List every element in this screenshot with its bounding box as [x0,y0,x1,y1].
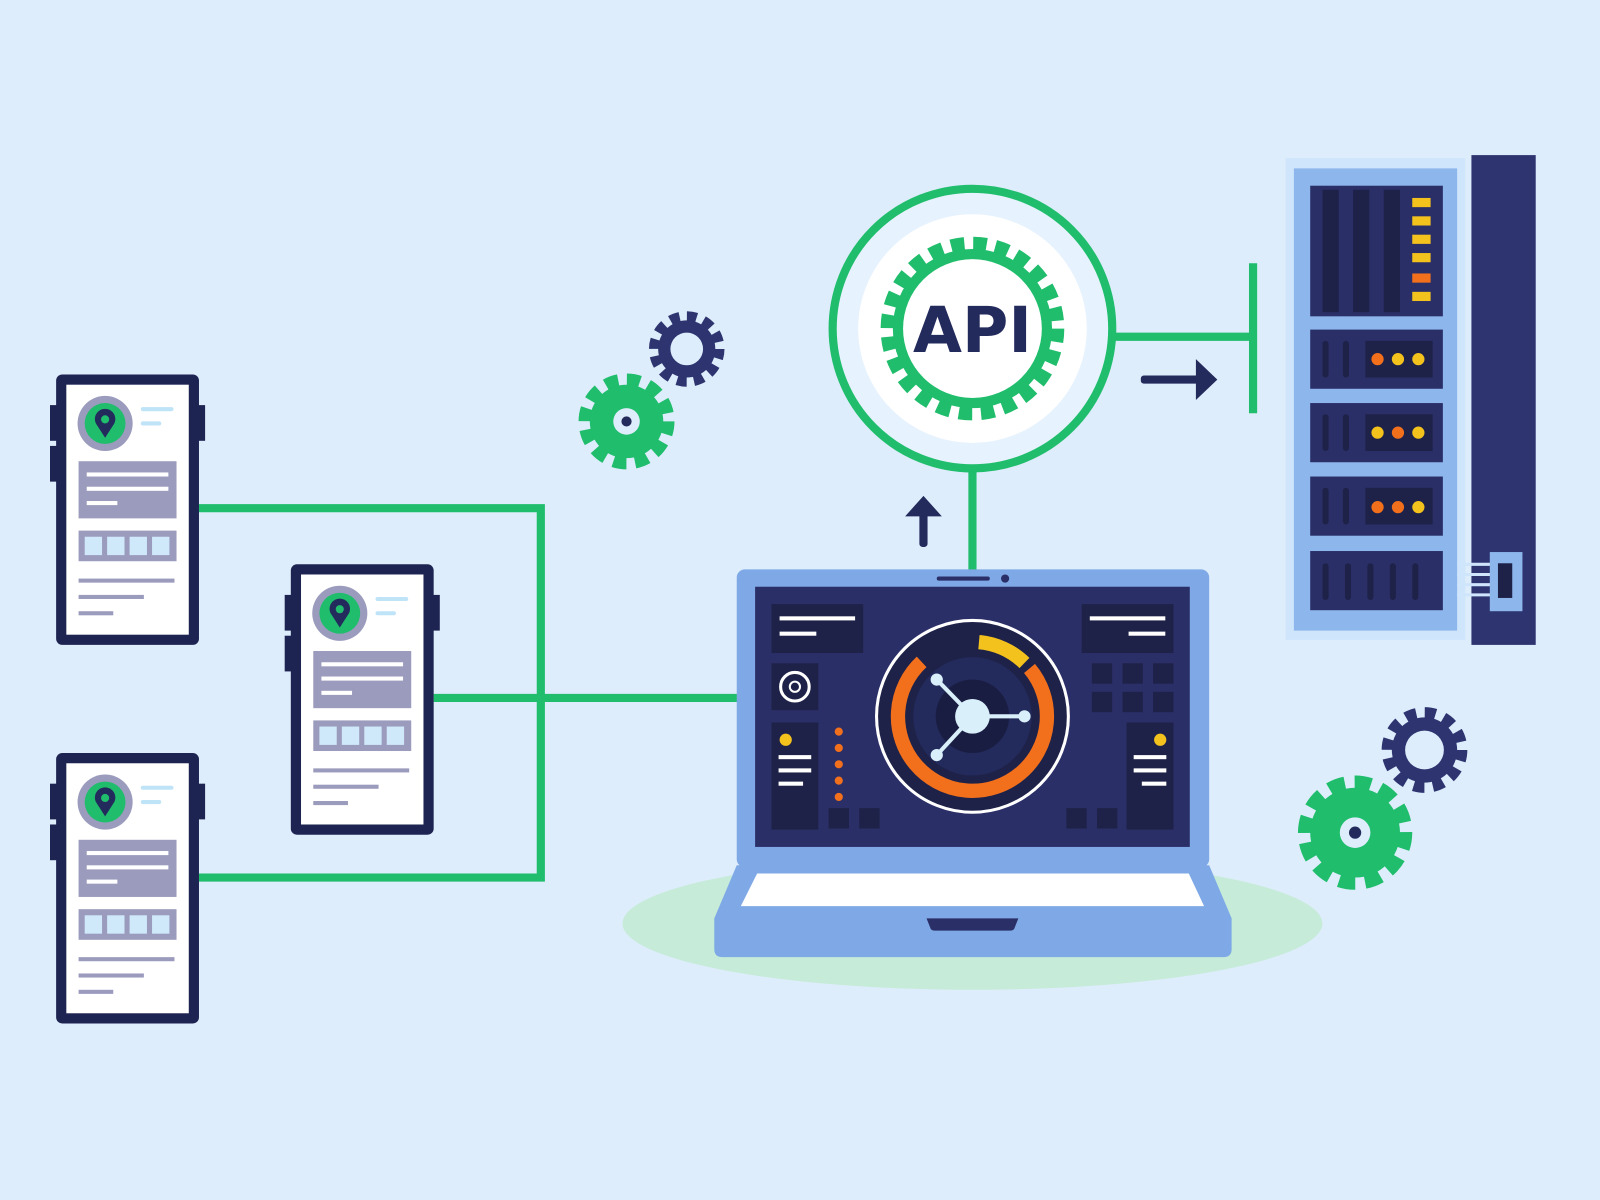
gear-icon [578,373,675,470]
gauge-dial [875,618,1070,814]
dashboard-screen [771,604,1174,830]
connector-lines [198,263,1258,882]
api-badge: API [828,184,1117,473]
mobile-device-2 [284,564,440,835]
mobile-device-1 [50,374,206,645]
server-unit [1310,329,1443,389]
gear-icon [1297,775,1413,890]
server-rack [1285,155,1536,645]
arrow-up-icon [905,495,942,547]
cable-connector [1457,552,1523,612]
arrow-right-icon [1140,359,1218,400]
mobile-device-3 [50,753,206,1024]
gear-icon [1381,707,1468,793]
api-label: API [913,293,1032,367]
laptop [622,569,1323,990]
gear-icon [648,311,725,387]
server-unit [1310,476,1443,536]
server-unit [1310,403,1443,463]
